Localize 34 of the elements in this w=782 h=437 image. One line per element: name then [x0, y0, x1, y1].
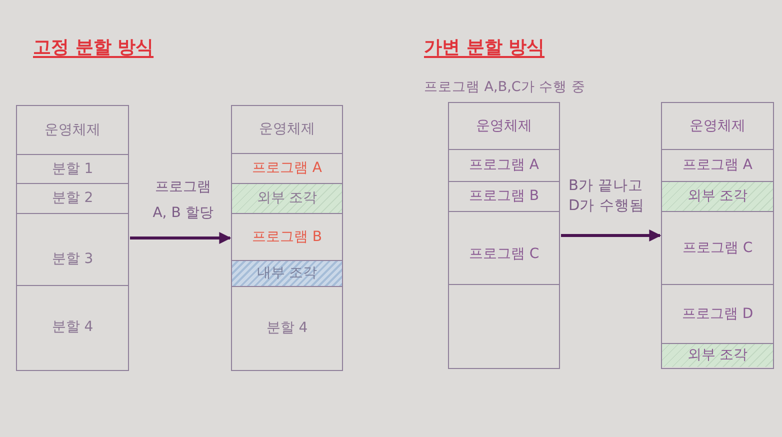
block-label: 운영체제	[259, 121, 315, 138]
block-label: 외부 조각	[687, 347, 748, 364]
fragment-block	[232, 183, 342, 213]
block-label: 외부 조각	[687, 188, 748, 205]
block-label: 운영체제	[44, 122, 100, 138]
block-label: 분할 4	[266, 320, 308, 336]
block-label: 프로그램 C	[682, 240, 753, 256]
block-label: 프로그램 B	[252, 228, 322, 246]
fragment-block	[662, 181, 773, 211]
caption-text: 프로그램 A,B,C가 수행 중	[424, 78, 586, 96]
block-label: 분할 2	[52, 190, 94, 207]
memory-column	[16, 105, 129, 371]
arrow	[130, 232, 232, 244]
block-label: 프로그램 D	[682, 306, 754, 322]
block-label: 분할 4	[52, 319, 94, 336]
block-label: 프로그램 A	[468, 157, 540, 174]
section-title: 가변 분할 방식	[424, 36, 545, 59]
fragment-block	[662, 343, 773, 367]
block-label: 운영체제	[476, 118, 532, 134]
block-label: 프로그램 C	[468, 246, 540, 262]
memory-column	[661, 102, 774, 369]
block-label: 분할 3	[52, 251, 94, 268]
block-label: 외부 조각	[256, 190, 318, 207]
arrow	[561, 230, 662, 242]
fragment-block	[232, 260, 342, 286]
block-label: 프로그램 A	[682, 157, 753, 174]
memory-column	[448, 102, 560, 369]
block-label: 운영체제	[690, 118, 746, 134]
block-label: 프로그램 A	[252, 160, 322, 177]
block-label: 내부 조각	[256, 265, 318, 282]
block-label: 분할 1	[52, 160, 94, 178]
block-label: 프로그램 B	[468, 188, 540, 205]
section-title: 고정 분할 방식	[33, 36, 154, 59]
memory-column	[231, 105, 343, 371]
